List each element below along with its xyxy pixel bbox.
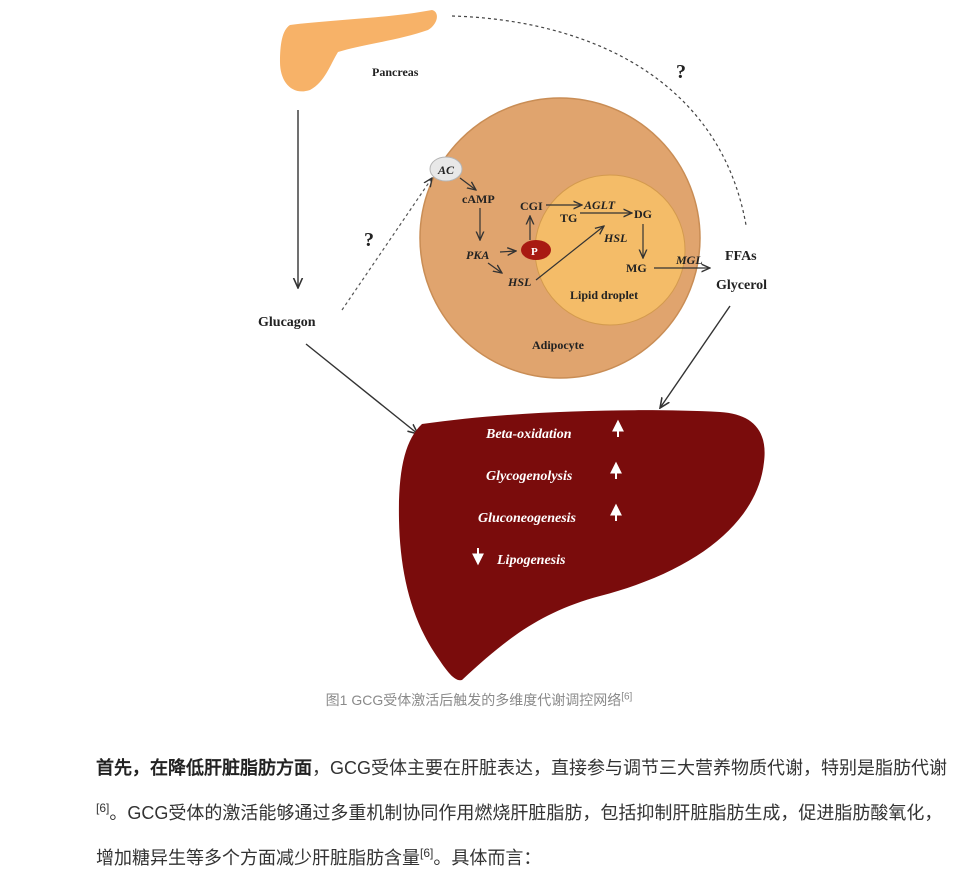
paragraph-bold-lead: 首先，在降低肝脏脂肪方面 [96,758,312,778]
glucagon-metabolism-diagram: Pancreas ? Adipocyte Lipid droplet AC ? … [258,10,767,681]
cgi-label: CGI [520,199,543,213]
liver-item-label: Lipogenesis [496,553,566,568]
glycerol-to-liver-arrow [660,305,731,408]
mg-label: MG [626,261,647,275]
pka-to-p-arrow [499,251,516,252]
camp-label: cAMP [462,192,495,206]
figure-caption: 图1 GCG受体激活后触发的多维度代谢调控网络[6] [0,690,958,710]
liver-item-label: Gluconeogenesis [478,511,577,526]
ac-to-camp-arrow [459,177,476,190]
hsl-outer-label: HSL [507,275,531,289]
liver-item-label: Glycogenolysis [486,469,573,484]
liver-effects-list: Beta-oxidationGlycogenolysisGluconeogene… [472,419,624,568]
tg-label: TG [560,211,577,225]
glucagon-to-ac-dashed-arrow [341,178,432,311]
ffas-label: FFAs [725,249,757,264]
hsl-inner-label: HSL [603,231,627,245]
paragraph-sentence-1: ，GCG受体主要在肝脏表达，直接参与调节三大营养物质代谢，特别是脂肪代谢 [312,758,947,778]
caption-ref: [6] [621,691,633,703]
mgl-label: MGL [675,253,703,267]
hsl-to-droplet-arrow [535,226,604,281]
adipocyte-label: Adipocyte [532,338,585,352]
p-label: P [531,246,538,258]
p-node [521,240,551,260]
glucagon-to-liver-arrow [305,343,418,434]
paragraph-sentence-3: 。具体而言： [433,848,542,868]
liver-shape [398,410,765,681]
glucagon-label: Glucagon [258,315,316,330]
lipid-droplet-label: Lipid droplet [570,288,638,302]
paragraph-sentence-2: 。GCG受体的激活能够通过多重机制协同作用燃烧肝脏脂肪，包括抑制肝脏脂肪生成，促… [96,803,943,868]
paragraph-ref-1: [6] [96,801,110,815]
pancreas-label: Pancreas [372,65,419,79]
liver-item-label: Beta-oxidation [485,427,572,442]
pancreas-shape [280,10,437,92]
ac-label: AC [437,163,455,177]
body-paragraph: 首先，在降低肝脏脂肪方面，GCG受体主要在肝脏表达，直接参与调节三大营养物质代谢… [96,748,948,878]
ac-node [429,156,463,182]
pka-to-hsl-arrow [487,262,502,273]
pancreas-ffas-dashed-link [451,15,747,226]
paragraph-ref-2: [6] [420,846,434,860]
pka-label: PKA [466,248,489,262]
question-mark-left: ? [364,229,374,251]
glycerol-label: Glycerol [716,278,767,293]
dg-label: DG [634,207,652,221]
aglt-label: AGLT [583,198,616,212]
question-mark-top: ? [676,61,686,83]
caption-text: 图1 GCG受体激活后触发的多维度代谢调控网络 [325,692,622,708]
